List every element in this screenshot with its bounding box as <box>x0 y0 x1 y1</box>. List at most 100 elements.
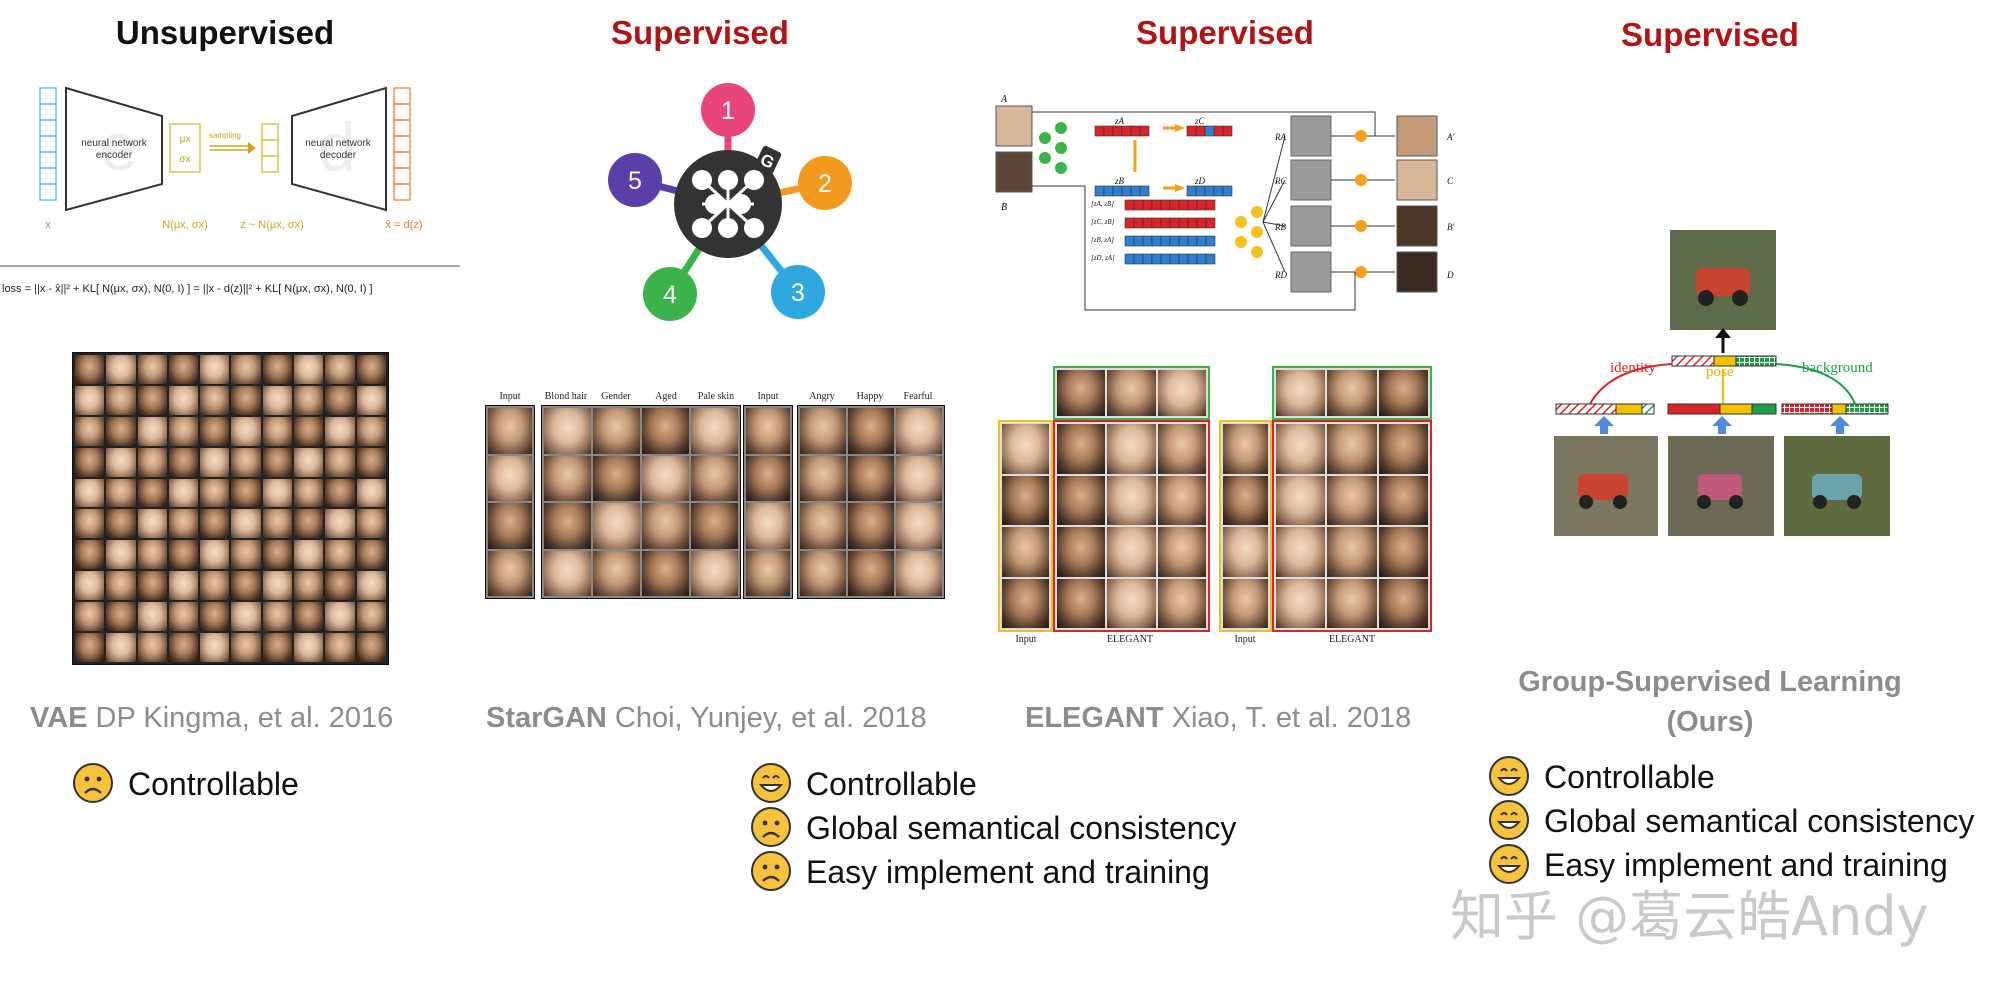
face-tile <box>200 385 230 415</box>
citation-gsl: Group-Supervised Learning (Ours) <box>1518 666 1902 738</box>
svg-text:RA: RA <box>1274 132 1286 142</box>
face-tile <box>1327 475 1377 525</box>
pro-item: Easy implement and training <box>1488 843 1998 887</box>
svg-text:RD: RD <box>1274 270 1287 280</box>
face-tile <box>848 408 894 454</box>
face-tile <box>1157 424 1206 474</box>
svg-text:x̂ = d(z): x̂ = d(z) <box>386 219 423 231</box>
face-tile <box>294 478 324 508</box>
face-tile <box>106 509 136 539</box>
face-tile <box>1057 424 1106 474</box>
svg-text:zB: zB <box>1114 176 1125 186</box>
pro-item-label: Global semantical consistency <box>1544 803 1975 839</box>
svg-text:x: x <box>45 219 51 231</box>
face-tile <box>356 571 386 601</box>
face-tile <box>75 509 105 539</box>
face-tile <box>262 355 293 384</box>
face-tile <box>642 408 689 454</box>
face-tile <box>356 602 386 632</box>
face-tile <box>325 571 355 601</box>
elegant-output-grid-2 <box>1272 420 1432 632</box>
face-tile <box>137 478 167 508</box>
svg-text:zC: zC <box>1194 116 1206 126</box>
header-supervised-ours: Supervised <box>1621 16 1799 53</box>
face-tile <box>200 540 230 570</box>
face-tile <box>1327 578 1377 628</box>
face-tile <box>137 416 167 446</box>
face-tile <box>896 455 942 501</box>
vae-diagram: e neural network encoder μx σx sampling … <box>0 86 460 295</box>
face-tile <box>1157 527 1206 577</box>
face-tile <box>294 571 324 601</box>
face-tile <box>262 571 293 601</box>
citation-elegant: ELEGANT Xiao, T. et al. 2018 <box>1025 702 1412 734</box>
face-tile <box>691 455 738 501</box>
latent-vector <box>261 123 279 173</box>
encoder-block <box>65 86 163 212</box>
face-tile <box>231 509 261 539</box>
face-tile <box>848 550 894 596</box>
face-tile <box>168 385 199 415</box>
pro-item: Controllable <box>72 762 392 806</box>
label-identity: identity <box>1610 360 1656 376</box>
face-tile <box>231 540 261 570</box>
svg-text:σx: σx <box>179 154 190 165</box>
svg-text:4: 4 <box>663 281 677 309</box>
svg-text:[zA, zB]: [zA, zB] <box>1091 200 1114 208</box>
face-tile <box>1378 527 1428 577</box>
svg-text:zD: zD <box>1194 176 1206 186</box>
face-tile <box>1276 527 1326 577</box>
face-tile <box>800 455 846 501</box>
face-tile <box>1057 475 1106 525</box>
citation-stargan: StarGAN Choi, Yunjey, et al. 2018 <box>486 702 927 734</box>
face-tile <box>1157 475 1206 525</box>
latent-params <box>169 123 201 173</box>
face-tile <box>137 385 167 415</box>
face-tile <box>75 633 105 662</box>
face-tile <box>896 503 942 549</box>
face-tile <box>168 416 199 446</box>
face-tile <box>231 633 261 662</box>
face-tile <box>1057 578 1106 628</box>
happy-face-icon <box>1489 756 1529 796</box>
stargan-input-col-1 <box>485 405 535 599</box>
svg-text:C: C <box>1447 176 1454 186</box>
face-tile <box>200 355 230 384</box>
face-tile <box>356 509 386 539</box>
face-tile <box>294 447 324 477</box>
stargan-graph: G 1 2 3 4 5 <box>608 83 852 321</box>
graph-node-5 <box>608 153 662 207</box>
face-tile <box>168 602 199 632</box>
face-tile <box>231 478 261 508</box>
face-tile <box>1276 578 1326 628</box>
encoder-watermark: e <box>100 109 138 185</box>
face-tile <box>294 633 324 662</box>
elegant-top-ref-2 <box>1272 366 1432 420</box>
face-tile <box>168 571 199 601</box>
site-watermark: 知乎 @葛云皓Andy <box>1450 885 1929 948</box>
svg-text:A': A' <box>1446 132 1455 142</box>
pro-item-label: Global semantical consistency <box>806 810 1237 846</box>
face-tile <box>137 633 167 662</box>
face-tile <box>294 416 324 446</box>
face-tile <box>75 416 105 446</box>
face-tile <box>137 509 167 539</box>
face-tile <box>231 355 261 384</box>
elegant-input-col-1 <box>998 420 1053 632</box>
face-tile <box>168 540 199 570</box>
face-tile <box>106 540 136 570</box>
face-tile <box>356 385 386 415</box>
input-face-b <box>995 151 1033 193</box>
pro-item-label: Controllable <box>128 766 299 802</box>
face-tile <box>800 550 846 596</box>
face-tile <box>294 602 324 632</box>
face-tile <box>106 416 136 446</box>
face-tile <box>262 540 293 570</box>
face-tile <box>593 550 640 596</box>
face-tile <box>231 571 261 601</box>
svg-text:RB: RB <box>1274 222 1286 232</box>
elegant-diagram: A B zA zC zB zD [zA, zB] [zC, zB] [zB, z… <box>995 94 1455 311</box>
face-tile <box>325 540 355 570</box>
face-tile <box>356 447 386 477</box>
